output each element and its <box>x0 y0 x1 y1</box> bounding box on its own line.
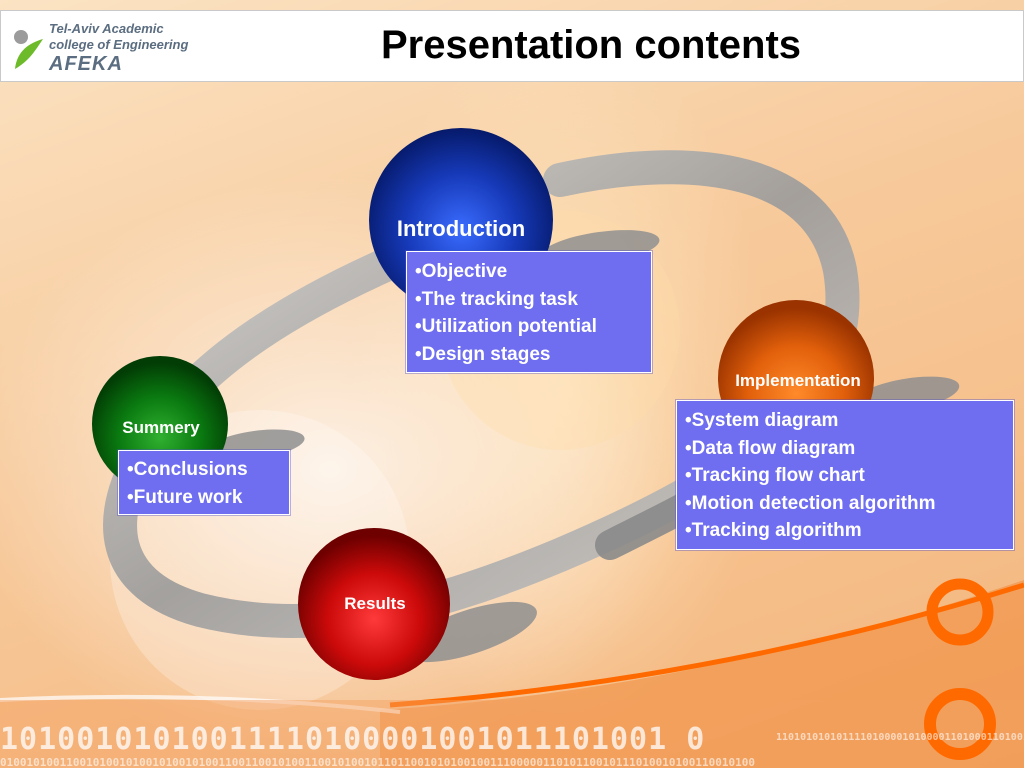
logo-text-afeka: AFEKA <box>49 53 123 75</box>
leaf-icon <box>14 30 43 69</box>
binary-footer-bottom: 0100101001100101001010010100101001100110… <box>0 756 755 768</box>
introduction-label: Introduction <box>396 216 526 241</box>
binary-footer-small: 1101010101011110100001010000110100011010… <box>776 732 1024 743</box>
list-item: •Conclusions <box>127 459 248 480</box>
introduction-topics-box: •Objective •The tracking task •Utilizati… <box>406 251 652 373</box>
list-item: •Motion detection algorithm <box>685 492 936 514</box>
results-label: Results <box>344 594 406 613</box>
logo-text-line2: college of Engineering <box>49 37 189 52</box>
list-item: •Tracking algorithm <box>685 520 862 541</box>
summery-topics-box: •Conclusions •Future work <box>118 450 290 515</box>
results-sphere <box>298 528 450 680</box>
binary-footer-large: 10100101010011110100001001011101001 0 <box>0 722 706 757</box>
implementation-topics-box: •System diagram •Data flow diagram •Trac… <box>676 400 1014 550</box>
list-item: •Utilization potential <box>415 316 597 337</box>
list-item: •Future work <box>127 486 243 508</box>
summery-label: Summery <box>122 418 200 437</box>
afeka-logo: Tel-Aviv Academic college of Engineering… <box>11 17 201 77</box>
list-item: •Design stages <box>415 343 551 365</box>
list-item: •The tracking task <box>415 288 578 310</box>
header-bar: Tel-Aviv Academic college of Engineering… <box>0 10 1024 82</box>
list-item: •Tracking flow chart <box>685 465 865 486</box>
list-item: •System diagram <box>685 410 839 431</box>
logo-text-line1: Tel-Aviv Academic <box>49 21 164 36</box>
slide-title: Presentation contents <box>380 23 802 67</box>
implementation-label: Implementation <box>735 371 861 390</box>
list-item: •Objective <box>415 261 508 282</box>
list-item: •Data flow diagram <box>685 437 856 459</box>
